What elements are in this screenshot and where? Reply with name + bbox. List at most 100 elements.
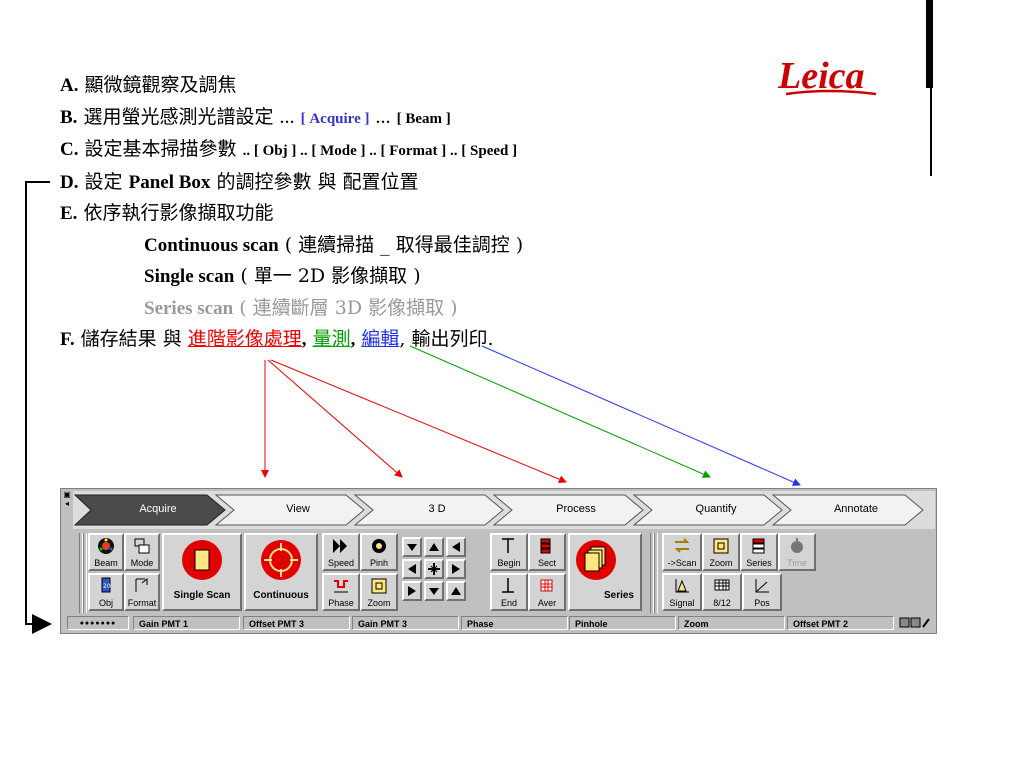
position-icon: [755, 579, 769, 593]
button-label: Format: [127, 598, 157, 608]
tab-process[interactable]: Process: [509, 494, 643, 522]
button-label: End: [500, 598, 517, 608]
mode-icon: [134, 538, 150, 554]
tab-annotate[interactable]: Annotate: [789, 494, 923, 522]
zoom-button[interactable]: Zoom: [360, 573, 398, 611]
pos-button[interactable]: Pos: [742, 573, 782, 611]
step-letter: C.: [60, 139, 79, 160]
begin-button[interactable]: Begin: [490, 533, 528, 571]
tab-label: View: [286, 503, 310, 515]
end-button[interactable]: End: [490, 573, 528, 611]
button-label: Pos: [754, 598, 770, 608]
link-advanced-processing[interactable]: 進階影像處理: [187, 328, 302, 350]
status-phase[interactable]: Phase: [461, 616, 568, 630]
tab-quantify[interactable]: Quantify: [649, 494, 783, 522]
zoom-icon: [371, 578, 387, 594]
tab-3d[interactable]: 3 D: [370, 494, 504, 522]
scan-name: Continuous scan: [144, 234, 279, 256]
step-letter: D.: [60, 171, 79, 193]
time-button[interactable]: Time: [778, 533, 816, 571]
arrow-green-quantify: [409, 345, 711, 478]
zoom-icon: [713, 538, 729, 554]
arrow-red-process: [270, 359, 567, 484]
slide-text: A. 顯微鏡觀察及調焦 B. 選用螢光感測光譜設定 … [ Acquire ] …: [60, 70, 900, 356]
status-offset-pmt2[interactable]: Offset PMT 2: [787, 616, 894, 630]
pan-down-button[interactable]: [424, 581, 444, 601]
zoom2-button[interactable]: Zoom: [702, 533, 740, 571]
speed-icon: [333, 539, 347, 553]
signal-button[interactable]: Signal: [662, 573, 702, 611]
button-label: Begin: [497, 558, 521, 568]
pan-down-left-button[interactable]: [402, 581, 422, 601]
status-dots[interactable]: ●●●●●●●: [67, 616, 129, 630]
phase-button[interactable]: Phase: [322, 573, 360, 611]
series-icon: [752, 538, 765, 554]
pinhole-icon: [372, 539, 386, 553]
arrow-right-icon: [452, 564, 460, 574]
single-scan-button[interactable]: Single Scan: [162, 533, 242, 611]
button-label: ->Scan: [667, 558, 697, 568]
pan-left-button[interactable]: [402, 559, 422, 579]
step-text: 設定: [84, 170, 123, 193]
step-letter: B.: [60, 106, 78, 128]
status-zoom[interactable]: Zoom: [678, 616, 785, 630]
format-icon: [135, 577, 148, 592]
tab-acquire[interactable]: Acquire: [91, 494, 225, 522]
button-label: Beam: [94, 558, 118, 568]
pan-center-button[interactable]: [424, 559, 444, 579]
series2-button[interactable]: Series: [740, 533, 778, 571]
corner-bar: [926, 0, 933, 88]
status-gain-pmt1[interactable]: Gain PMT 1: [133, 616, 240, 630]
toolbar-handle[interactable]: ▣◂: [63, 490, 71, 508]
series-button[interactable]: Series: [568, 533, 642, 611]
arrow-left-icon: [408, 564, 416, 574]
button-label: Zoom: [709, 558, 733, 568]
section-icon: [540, 538, 551, 554]
button-label: Pinh: [369, 558, 388, 568]
single-scan-icon: [182, 540, 222, 580]
center-cross-icon: [428, 563, 440, 575]
button-label: Sect: [537, 558, 556, 568]
button-label: Series: [603, 590, 634, 601]
aver-button[interactable]: Aver: [528, 573, 566, 611]
status-tools-icon[interactable]: [899, 617, 931, 629]
panel-divider: [654, 533, 658, 613]
mode-button[interactable]: Mode: [124, 533, 160, 571]
pan-right-button[interactable]: [446, 559, 466, 579]
pan-up-left-button[interactable]: [402, 537, 422, 557]
pinh-button[interactable]: Pinh: [360, 533, 398, 571]
tab-view[interactable]: View: [231, 494, 365, 522]
step-text: 選用螢光感測光譜設定: [83, 105, 274, 128]
status-offset-pmt3[interactable]: Offset PMT 3: [243, 616, 350, 630]
status-gain-pmt3[interactable]: Gain PMT 3: [352, 616, 459, 630]
speed-button[interactable]: Speed: [322, 533, 360, 571]
pan-up-right-button[interactable]: [446, 537, 466, 557]
pan-down-right-button[interactable]: [446, 581, 466, 601]
step-text: 依序執行影像擷取功能: [83, 202, 274, 224]
ratio-button[interactable]: 8/12: [702, 573, 742, 611]
format-button[interactable]: Format: [124, 573, 160, 611]
link-measure[interactable]: 量測: [312, 328, 351, 350]
arrow-down-icon: [407, 544, 417, 551]
signal-icon: [675, 579, 689, 593]
beam-ref: [ Beam ]: [396, 110, 451, 127]
arrow-black-bracket: [25, 181, 52, 634]
step-d: D. 設定 Panel Box 的調控參數 與 配置位置: [60, 167, 900, 199]
begin-icon: [502, 538, 514, 553]
pan-up-button[interactable]: [424, 537, 444, 557]
obj-button[interactable]: 20 Obj: [88, 573, 124, 611]
to-scan-button[interactable]: ->Scan: [662, 533, 702, 571]
step-text: 顯微鏡觀察及調焦: [84, 74, 237, 96]
grid-icon: [714, 579, 730, 591]
link-edit[interactable]: 編輯: [361, 328, 400, 350]
status-pinhole[interactable]: Pinhole: [569, 616, 676, 630]
beam-button[interactable]: Beam: [88, 533, 124, 571]
arrow-right-icon: [408, 586, 416, 596]
end-icon: [502, 578, 514, 593]
scan-desc: ( 連續掃描 _ 取得最佳調控 ): [284, 233, 524, 256]
continuous-button[interactable]: Continuous: [244, 533, 318, 611]
sect-button[interactable]: Sect: [528, 533, 566, 571]
step-e-item-continuous: Continuous scan ( 連續掃描 _ 取得最佳調控 ): [60, 230, 900, 262]
corner-bar-thin: [930, 88, 932, 176]
tab-label: Annotate: [833, 503, 879, 515]
